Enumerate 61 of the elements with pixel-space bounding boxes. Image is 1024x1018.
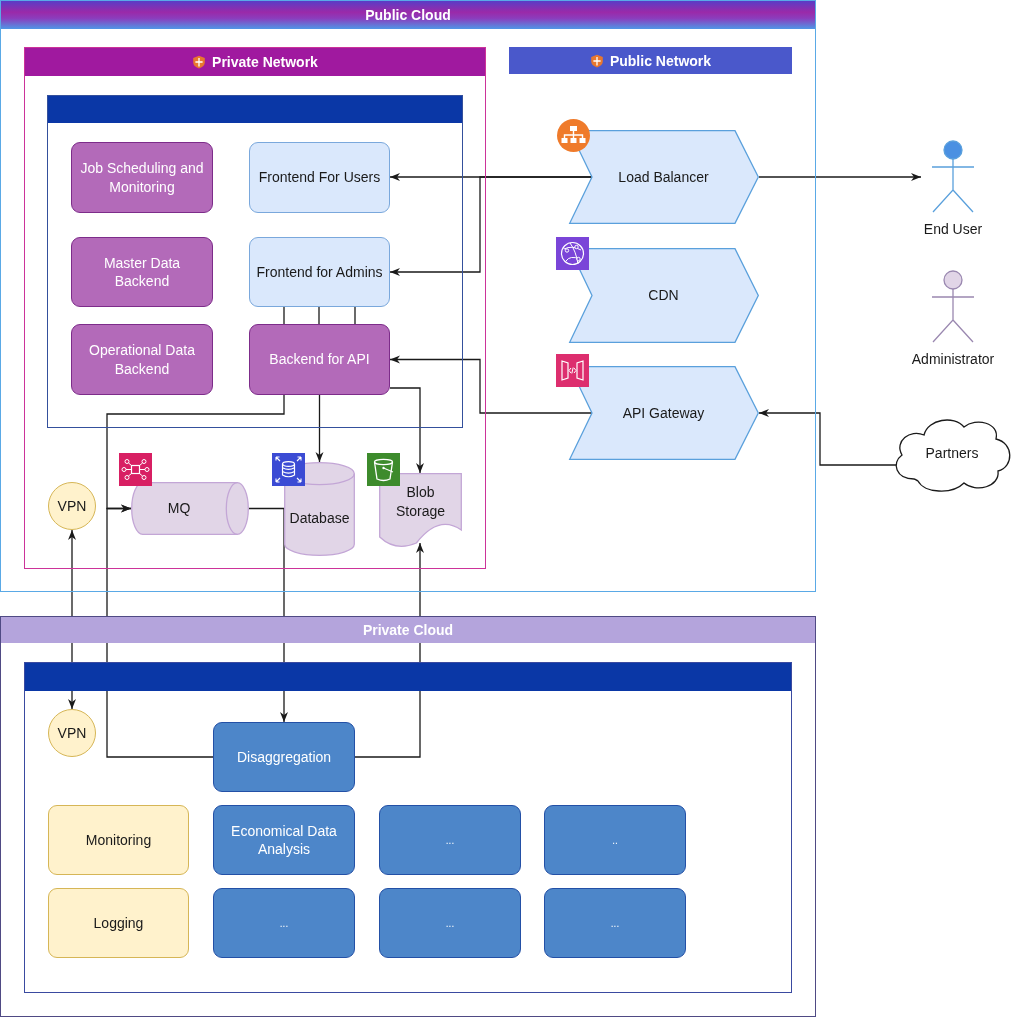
node-label: Master Data Backend [102, 253, 182, 291]
node-label: ... [444, 916, 456, 930]
node-label: Database [288, 508, 351, 528]
connector-line [283, 306, 285, 325]
node-label: VPN [56, 723, 88, 743]
service-box [48, 805, 189, 875]
container-title: Public Network [609, 52, 712, 69]
service-box [71, 142, 213, 213]
node-label: Disaggregation [235, 747, 333, 767]
node-label: Operational Data Backend [88, 341, 196, 378]
node-label: Job Scheduling and Monitoring [79, 159, 205, 196]
service-box [249, 237, 390, 307]
service-box [544, 805, 686, 875]
arrow [758, 409, 897, 466]
node-label: MQ [166, 499, 192, 518]
container-title: Private Network [212, 54, 318, 70]
node-label: .. [611, 833, 619, 847]
node-label: Economical Data Analysis [230, 821, 338, 859]
service-box [544, 888, 686, 958]
node-label: Backend for API [268, 350, 371, 369]
node-label: Administrator [910, 349, 996, 369]
network-band [509, 47, 792, 74]
node-label: API Gateway [621, 403, 706, 423]
node-label: Frontend For Users [257, 168, 382, 187]
cluster-container [24, 662, 792, 993]
node-label: VPN [56, 496, 88, 516]
connector-line [318, 306, 320, 325]
node-label: CDN [647, 286, 680, 305]
cloud-container [0, 616, 816, 1017]
service-box [213, 805, 355, 875]
service-box [71, 324, 213, 395]
node-label: Load Balancer [617, 167, 710, 187]
service-box [213, 888, 355, 958]
cluster-container [47, 95, 463, 428]
service-box [71, 237, 213, 307]
service-circle [48, 482, 96, 530]
service-box [379, 805, 521, 875]
node-label: End User [922, 219, 984, 239]
node-label: Monitoring [84, 830, 153, 850]
container-title: Public Cloud [365, 7, 451, 23]
node-label: Frontend for Admins [255, 262, 384, 282]
node-label: ... [609, 916, 621, 930]
arrow [315, 394, 324, 463]
service-box [379, 888, 521, 958]
arrow [389, 176, 593, 276]
node-label: Blob Storage [394, 483, 446, 520]
service-box [48, 888, 189, 958]
service-box [249, 324, 390, 395]
arrow [758, 173, 922, 181]
cloud-container [0, 0, 816, 592]
arrow [389, 387, 424, 474]
container-title: Private Cloud [362, 622, 454, 638]
node-label: ... [444, 833, 456, 847]
network-container [24, 47, 486, 569]
node-label: Partners [924, 443, 980, 463]
service-box [249, 142, 390, 213]
connector-line [354, 306, 356, 325]
node-label: ... [278, 916, 290, 930]
service-circle [48, 709, 96, 757]
node-label: Logging [92, 913, 145, 933]
service-box [213, 722, 355, 792]
